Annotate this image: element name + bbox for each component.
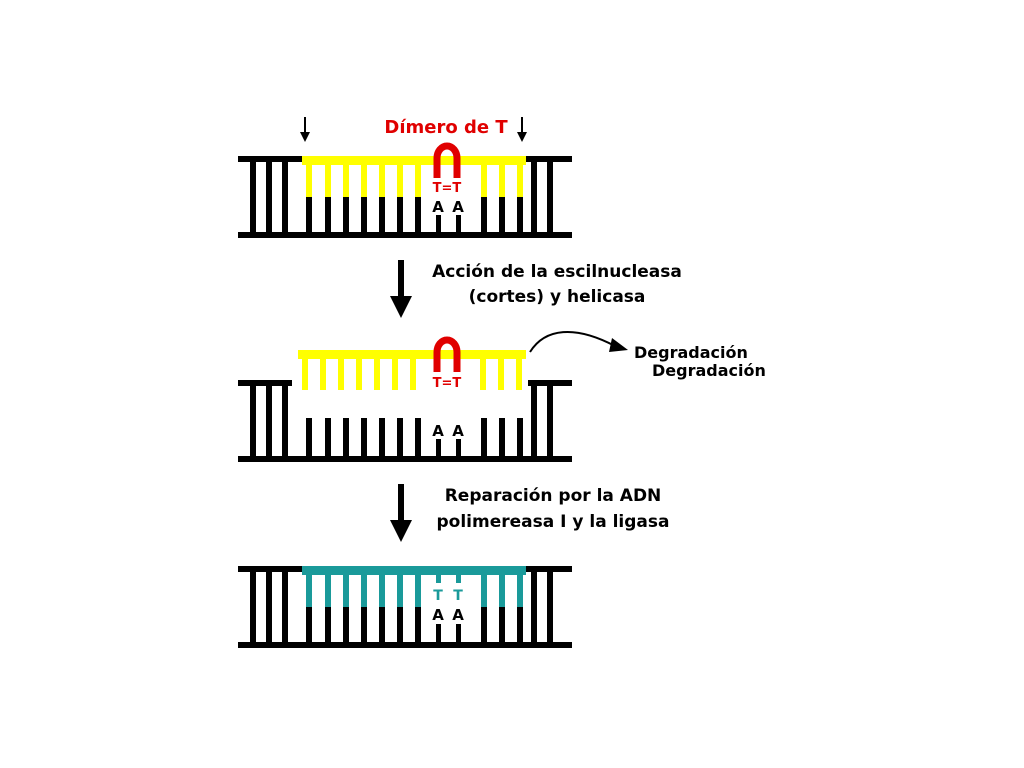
panel-2-dimer-loop (433, 336, 461, 372)
panel-1-excision-segment (302, 156, 526, 197)
panel-1-outer-rungs (250, 160, 553, 235)
panel-3-top-backbone-left (238, 566, 302, 572)
panel-2-outer-rungs (250, 384, 553, 459)
step-1-label-line-2: (cortes) y helicasa (469, 287, 646, 307)
panel-3-new-segment (302, 566, 526, 607)
panel-1-template-rungs (306, 197, 523, 235)
panel-3-bottom-backbone (238, 642, 572, 648)
step-2-label-line-2: polimereasa I y la ligasa (437, 512, 670, 532)
cut-site-arrow-right (517, 117, 527, 142)
step-2-label-line-1: Reparación por la ADN (445, 486, 662, 506)
step-arrow-2 (390, 484, 412, 542)
panel-2-top-backbone-left (238, 380, 292, 386)
panel-3-adenine-left: A (432, 606, 444, 624)
panel-1-damaged-dna: T=T A A Dímero de T (238, 117, 572, 238)
panel-2-adenine-left: A (432, 422, 444, 440)
panel-1-adenine-left: A (432, 198, 444, 216)
panel-3-repaired-dna: T T A A (238, 566, 572, 648)
panel-3-thymine-right: T (453, 588, 463, 604)
panel-2-top-backbone-right (528, 380, 572, 386)
panel-2-adenine-right: A (452, 422, 464, 440)
cut-site-arrow-left (300, 117, 310, 142)
step-arrow-1 (390, 260, 412, 318)
panel-3-outer-rungs (250, 570, 553, 645)
panel-1-top-backbone-left (238, 156, 302, 162)
degradation-label-1: Degradación (634, 343, 748, 362)
panel-1-top-backbone-right (526, 156, 572, 162)
panel-1-dimer-loop (433, 142, 461, 178)
panel-1-bottom-backbone (238, 232, 572, 238)
panel-1-adenine-stem-right (456, 215, 461, 235)
panel-2-adenine-stem-left (436, 439, 441, 459)
panel-3-adenine-stem-right (456, 624, 461, 645)
panel-3-adenine-stem-left (436, 624, 441, 645)
panel-2-bottom-backbone (238, 456, 572, 462)
panel-3-template-rungs (306, 607, 523, 645)
panel-3-adenine-right: A (452, 606, 464, 624)
panel-1-dimer-pair: T=T (433, 181, 462, 196)
panel-2-dimer-pair: T=T (433, 376, 462, 391)
panel-2-lifted-fragment (298, 350, 526, 390)
dimer-title: Dímero de T (384, 117, 508, 138)
panel-2-excision: T=T A A (238, 330, 766, 462)
panel-1-adenine-stem-left (436, 215, 441, 235)
degradation-label-2: Degradación (652, 361, 766, 380)
degradation-arrow (529, 330, 628, 353)
panel-1-adenine-right: A (452, 198, 464, 216)
step-1-label-line-1: Acción de la escilnucleasa (432, 262, 682, 282)
panel-3-top-backbone-right (526, 566, 572, 572)
panel-2-adenine-stem-right (456, 439, 461, 459)
panel-2-template-rungs (306, 418, 523, 459)
panel-3-thymine-left: T (433, 588, 443, 604)
